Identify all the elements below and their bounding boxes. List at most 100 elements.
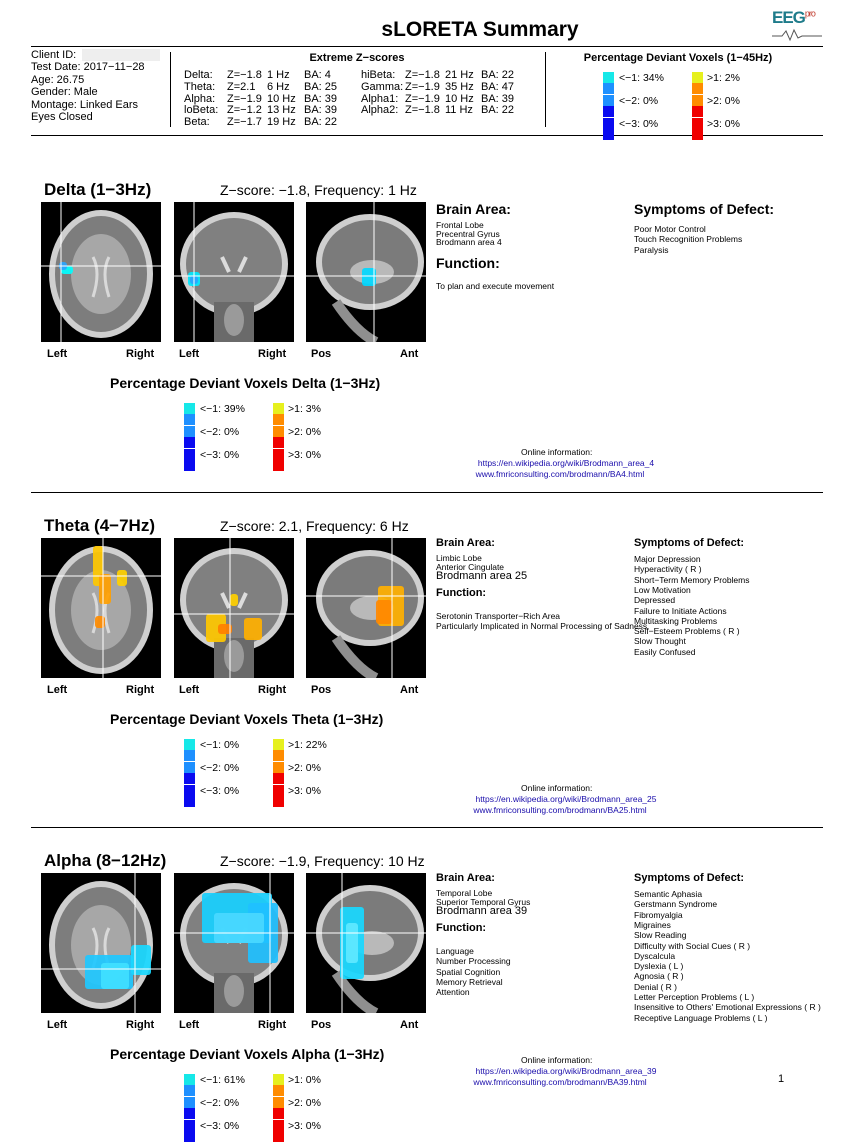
neg-legend-label: <−1: 34%	[619, 72, 664, 84]
wikipedia-link[interactable]: https://en.wikipedia.org/wiki/Brodmann_a…	[475, 1066, 657, 1076]
neg-swatch	[184, 796, 195, 807]
pos-legend-label: >3: 0%	[288, 449, 321, 461]
neg-swatch	[184, 1120, 195, 1131]
brain-area-item: Limbic Lobe	[436, 553, 482, 563]
pos-legend-label: >1: 22%	[288, 739, 327, 751]
pos-swatch	[273, 414, 284, 425]
fmri-link[interactable]: www.fmriconsulting.com/brodmann/BA39.htm…	[473, 1077, 647, 1087]
extreme-z: Z=2.1	[227, 80, 256, 93]
pos-legend-label: >2: 0%	[288, 426, 321, 438]
extreme-ba: BA: 39	[304, 92, 338, 105]
symptom-item: Dyslexia ( L )	[634, 961, 684, 972]
pos-swatch	[273, 1131, 284, 1142]
eegpro-logo: EEGpro	[772, 8, 822, 42]
view-label-pos: Pos	[311, 348, 332, 360]
extreme-zscores-title: Extreme Z−scores	[309, 52, 405, 64]
client-age: Age: 26.75	[31, 73, 85, 86]
pos-swatch	[273, 1097, 284, 1108]
wikipedia-link[interactable]: https://en.wikipedia.org/wiki/Brodmann_a…	[477, 458, 655, 468]
symptom-item: Gerstmann Syndrome	[634, 899, 718, 910]
sagittal-slice-image	[306, 538, 426, 678]
view-label-right: Right	[126, 684, 155, 696]
sagittal-slice-image	[306, 202, 426, 342]
view-label-right: Right	[126, 1019, 155, 1031]
pos-legend-label: >1: 0%	[288, 1074, 321, 1086]
extreme-band: Alpha:	[184, 92, 216, 105]
symptom-item: Depressed	[634, 595, 676, 606]
neg-swatch	[184, 460, 195, 471]
logo-sup: pro	[804, 8, 816, 19]
neg-swatch	[603, 118, 614, 129]
logo-wave-icon	[772, 28, 822, 42]
pos-swatch	[273, 449, 284, 460]
neg-swatch	[184, 785, 195, 796]
header-rule-top	[31, 46, 823, 47]
symptom-item: Insensitive to Others' Emotional Express…	[634, 1002, 821, 1013]
symptom-item: Letter Perception Problems ( L )	[634, 992, 755, 1002]
symptom-item: Poor Motor Control	[634, 224, 706, 234]
neg-swatch	[184, 762, 195, 773]
pos-legend-label: >3: 0%	[707, 118, 740, 130]
extreme-hz: 10 Hz	[445, 92, 474, 105]
axial-brain-slice	[41, 538, 161, 678]
pos-swatch	[273, 403, 284, 414]
symptom-item: Receptive Language Problems ( L )	[634, 1012, 768, 1023]
neg-swatch	[184, 1097, 195, 1108]
axial-brain-slice	[41, 202, 161, 342]
pos-legend-label: >1: 3%	[288, 403, 321, 415]
neg-legend-label: <−2: 0%	[200, 762, 240, 774]
view-label-left: Left	[47, 348, 68, 360]
coronal-slice-image	[174, 538, 294, 678]
view-label-ant: Ant	[400, 348, 419, 360]
extreme-hz: 19 Hz	[267, 116, 296, 129]
pos-legend-label: >3: 0%	[288, 785, 321, 797]
extreme-band: loBeta:	[184, 104, 219, 117]
pos-swatch	[692, 95, 703, 106]
view-label-right: Right	[126, 348, 155, 360]
pos-swatch	[273, 773, 284, 784]
neg-legend-label: <−1: 61%	[200, 1074, 245, 1086]
online-info-label: Online information:	[521, 1055, 593, 1065]
pos-swatch	[692, 118, 703, 129]
neg-swatch	[603, 72, 614, 83]
brain-area-heading: Brain Area:	[436, 201, 511, 217]
function-item: Memory Retrieval	[436, 976, 503, 987]
fmri-link[interactable]: www.fmriconsulting.com/brodmann/BA4.html	[475, 469, 645, 479]
overall-pct-title: Percentage Deviant Voxels (1−45Hz)	[583, 52, 773, 64]
brain-area-item: Precentral Gyrus	[436, 228, 500, 239]
band-zscore: Z−score: −1.9, Frequency: 10 Hz	[220, 853, 425, 869]
extreme-band: Alpha2:	[361, 104, 399, 117]
function-item: Number Processing	[436, 956, 511, 967]
extreme-band: hiBeta:	[361, 69, 396, 81]
function-item: To plan and execute movement	[436, 281, 555, 291]
neg-swatch	[603, 83, 614, 94]
brain-area-item: Brodmann area 4	[436, 237, 502, 247]
symptom-item: Multitasking Problems	[634, 615, 718, 626]
wikipedia-link[interactable]: https://en.wikipedia.org/wiki/Brodmann_a…	[475, 794, 657, 804]
band-pct-title: Percentage Deviant Voxels Theta (1−3Hz)	[110, 711, 384, 727]
band-zscore: Z−score: −1.8, Frequency: 1 Hz	[220, 182, 417, 198]
neg-legend-label: <−1: 39%	[200, 403, 245, 415]
client-gender: Gender: Male	[31, 86, 98, 99]
extreme-hz: 21 Hz	[445, 69, 474, 81]
view-label-ant: Ant	[400, 1019, 419, 1031]
header-divider-1	[170, 52, 171, 127]
online-info-label: Online information:	[521, 447, 593, 457]
symptom-item: Short−Term Memory Problems	[634, 574, 750, 585]
symptoms-heading: Symptoms of Defect:	[634, 872, 745, 884]
function-item: Language	[436, 946, 474, 956]
fmri-link[interactable]: www.fmriconsulting.com/brodmann/BA25.htm…	[473, 805, 647, 815]
pos-swatch	[273, 762, 284, 773]
extreme-z: Z=−1.9	[405, 80, 440, 93]
function-item: Particularly Implicated in Normal Proces…	[436, 621, 648, 632]
brain-area-heading: Brain Area:	[436, 872, 495, 884]
axial-brain-slice	[41, 873, 161, 1013]
neg-swatch	[184, 403, 195, 414]
sagittal-slice-image	[306, 873, 426, 1013]
